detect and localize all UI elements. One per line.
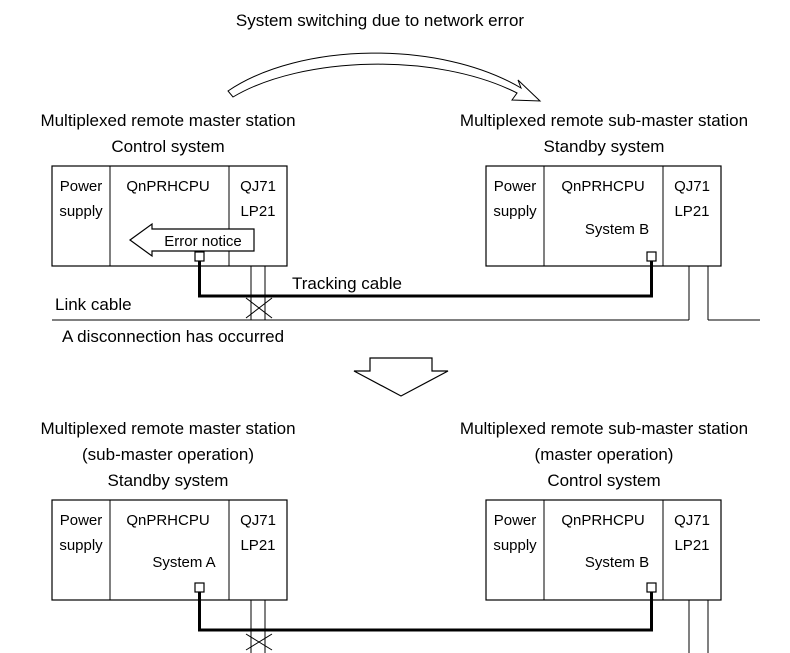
after-right-network-label-2: LP21: [674, 537, 709, 554]
before-left-heading: Multiplexed remote master station: [40, 111, 295, 130]
before-left-system: Control system: [111, 137, 224, 156]
after-right-operation: (master operation): [535, 445, 674, 464]
before-left-power-label-1: Power: [60, 178, 103, 195]
link-cable-label: Link cable: [55, 295, 132, 314]
before-left-network-label-1: QJ71: [240, 178, 276, 195]
after-left-station: Multiplexed remote master station (sub-m…: [40, 419, 296, 653]
before-right-rack: [485, 165, 722, 267]
before-right-network-label-2: LP21: [674, 203, 709, 220]
after-left-rack: [51, 499, 288, 601]
after-left-tracking-connector: [194, 582, 205, 593]
before-right-power-label-1: Power: [494, 178, 537, 195]
after-right-rack: [485, 499, 722, 601]
after-right-network-label-1: QJ71: [674, 512, 710, 529]
after-right-power-label-1: Power: [494, 512, 537, 529]
before-left-cpu-label: QnPRHCPU: [126, 178, 209, 195]
after-right-tracking-connector: [646, 582, 657, 593]
after-left-system: Standby system: [108, 471, 229, 490]
after-left-network-label-1: QJ71: [240, 512, 276, 529]
error-notice-label: Error notice: [164, 233, 242, 250]
after-disconnection-mark-2: [245, 633, 273, 651]
diagram-title: System switching due to network error: [236, 11, 525, 30]
error-notice-callout: [128, 222, 255, 258]
after-right-cpu-label: QnPRHCPU: [561, 512, 644, 529]
after-left-cpu-label: QnPRHCPU: [126, 512, 209, 529]
after-left-system-label: System A: [152, 554, 215, 571]
before-right-cpu-label: QnPRHCPU: [561, 178, 644, 195]
after-right-heading: Multiplexed remote sub-master station: [460, 419, 748, 438]
before-right-heading: Multiplexed remote sub-master station: [460, 111, 748, 130]
before-left-tracking-connector: [194, 251, 205, 262]
transition-down-arrow: [353, 357, 449, 397]
before-left-power-label-2: supply: [59, 203, 103, 220]
after-right-station: Multiplexed remote sub-master station (m…: [460, 419, 748, 653]
after-left-power-label-1: Power: [60, 512, 103, 529]
before-cables: Tracking cable Link cable A disconnectio…: [52, 261, 760, 346]
disconnection-mark-2: [245, 297, 273, 319]
after-left-heading: Multiplexed remote master station: [40, 419, 295, 438]
before-right-system: Standby system: [544, 137, 665, 156]
before-tracking-cable: [198, 261, 653, 298]
disconnection-label: A disconnection has occurred: [62, 327, 284, 346]
after-right-system-label: System B: [585, 554, 649, 571]
before-right-system-label: System B: [585, 221, 649, 238]
before-left-station: Multiplexed remote master station Contro…: [40, 111, 296, 320]
after-right-power-label-2: supply: [493, 537, 537, 554]
after-left-network-label-2: LP21: [240, 537, 275, 554]
switching-arrow: [227, 52, 542, 102]
after-left-power-label-2: supply: [59, 537, 103, 554]
before-left-network-label-2: LP21: [240, 203, 275, 220]
tracking-cable-label: Tracking cable: [292, 274, 402, 293]
before-right-station: Multiplexed remote sub-master station St…: [460, 111, 748, 320]
after-tracking-cable: [198, 592, 653, 632]
after-right-system: Control system: [547, 471, 660, 490]
after-left-operation: (sub-master operation): [82, 445, 254, 464]
after-cables: [198, 592, 653, 651]
before-right-tracking-connector: [646, 251, 657, 262]
before-right-power-label-2: supply: [493, 203, 537, 220]
before-right-network-label-1: QJ71: [674, 178, 710, 195]
